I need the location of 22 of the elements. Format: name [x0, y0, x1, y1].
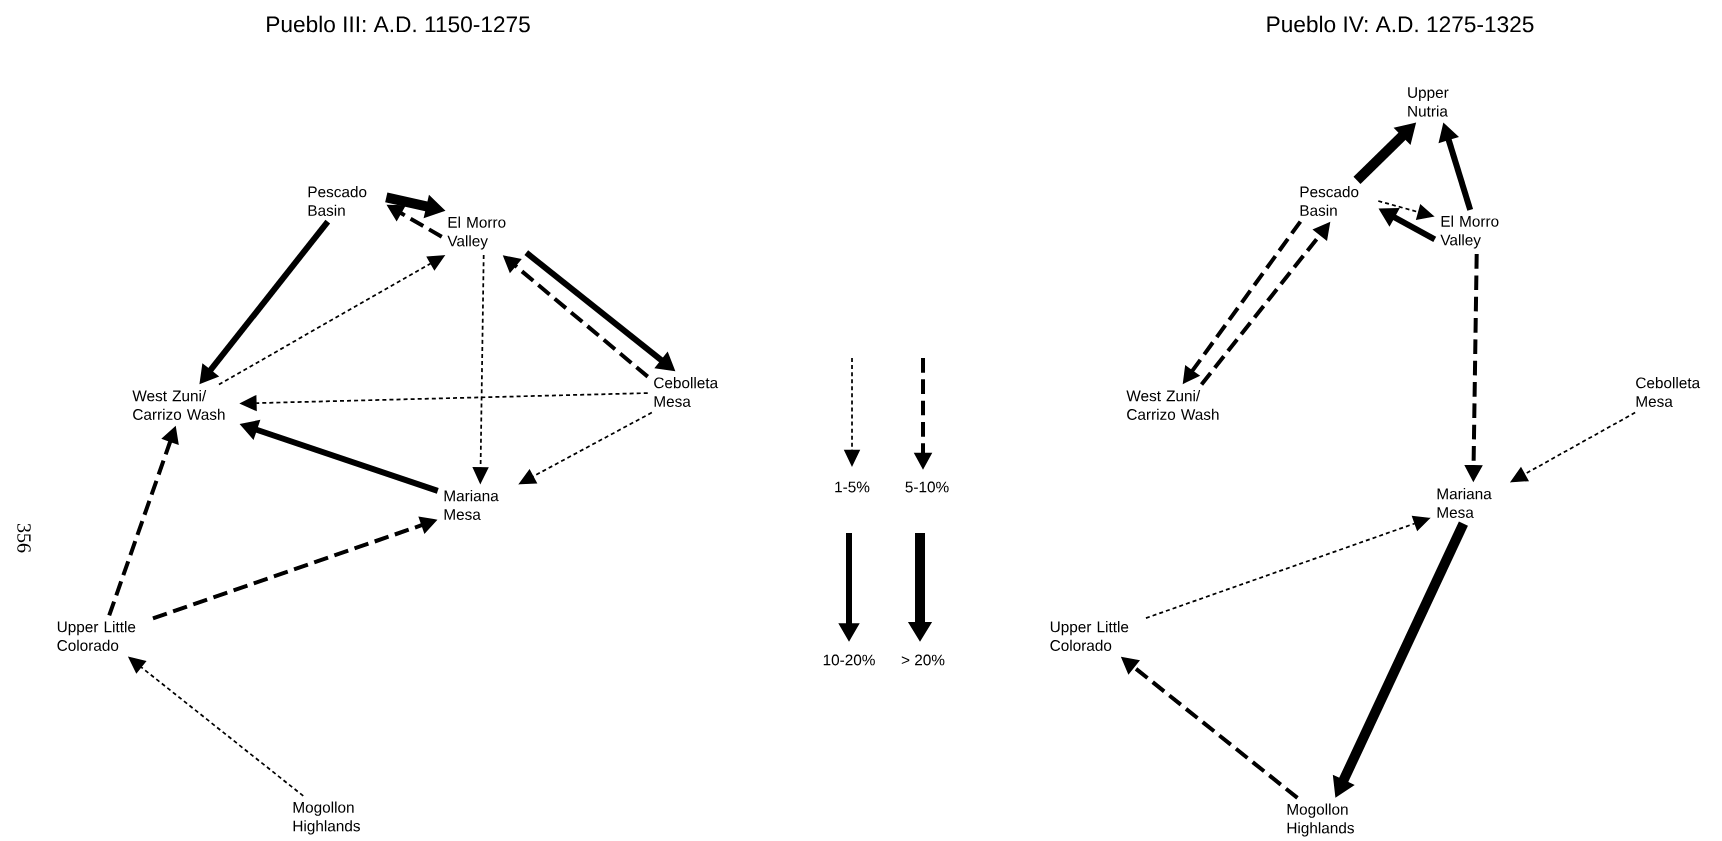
place-label: Mogollon Highlands [293, 801, 360, 835]
place-label: Cebolleta Mesa [654, 377, 719, 407]
place-label: Cebolleta Mesa [1636, 377, 1701, 407]
place-label: Mariana Mesa [1437, 488, 1492, 518]
legend-label: > 20% [901, 654, 945, 666]
page-number: 356 [17, 523, 31, 553]
place-label: El Morro Valley [447, 216, 506, 250]
panel-title: Pueblo IV: A.D. 1275-1325 [1267, 15, 1534, 33]
place-label: Upper Little Colorado [57, 621, 136, 651]
place-label: Upper Nutria [1408, 87, 1449, 117]
panel-title: Pueblo III: A.D. 1150-1275 [267, 15, 530, 33]
place-label: Upper Little Colorado [1050, 621, 1129, 651]
place-label: Mariana Mesa [444, 490, 499, 520]
place-label: El Morro Valley [1440, 215, 1499, 249]
legend-label: 10-20% [823, 654, 875, 666]
legend-label: 5-10% [905, 481, 949, 493]
legend-label: 1-5% [835, 481, 870, 493]
place-label: Pescado Basin [308, 186, 367, 216]
place-label: Pescado Basin [1300, 186, 1359, 216]
place-label: Mogollon Highlands [1287, 803, 1354, 837]
place-label: West Zuni/ Carrizo Wash [132, 390, 225, 420]
place-label: West Zuni/ Carrizo Wash [1126, 390, 1219, 420]
